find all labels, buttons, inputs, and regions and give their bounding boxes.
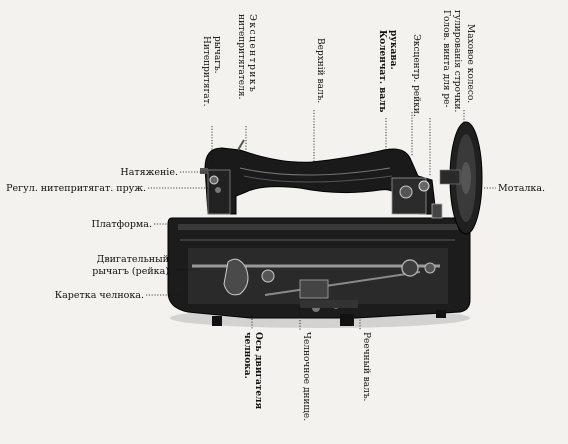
machine-arm bbox=[204, 147, 437, 215]
label-thread-spring: Регул. нитепритягат. пруж. bbox=[6, 183, 146, 194]
bottom-labels: Ось двигателя челнока. Челночное днище. … bbox=[242, 332, 371, 421]
label-takeup-lever: Нитепритягат. рычагъ. bbox=[201, 36, 222, 109]
top-labels: Нитепритягат. рычагъ. Эксцентрикъ нитепр… bbox=[201, 10, 475, 117]
label-takeup-eccentric: Эксцентрикъ нитепритягателя. bbox=[236, 14, 257, 99]
sewing-machine-illustration bbox=[167, 121, 483, 328]
leader-lines bbox=[146, 110, 496, 330]
label-sleeve-crank: Коленчат. валъ рукава. bbox=[377, 30, 398, 116]
left-labels: Натяженіе. Регул. нитепритягат. пруж. Пл… bbox=[6, 167, 178, 301]
label-feed-eccentric: Эксцентр. рейки. bbox=[411, 34, 421, 117]
label-flywheel: Маховое колесо. bbox=[465, 24, 475, 103]
label-tension: Натяженіе. bbox=[120, 167, 178, 178]
label-platform: Платформа. bbox=[91, 219, 152, 230]
label-winder: Моталка. bbox=[498, 183, 545, 194]
label-shuttle-carriage: Каретка челнока. bbox=[55, 290, 144, 301]
label-shuttle-axis: Ось двигателя челнока. bbox=[242, 332, 263, 412]
label-upper-shaft: Верхній валъ. bbox=[315, 38, 325, 103]
label-stitch-regulator: Голов. винта для ре- гулированія строчки… bbox=[441, 10, 462, 113]
label-shuttle-bottom: Челночное днище. bbox=[301, 332, 311, 421]
label-feed-lever: Двигательный рычагъ (рейка). bbox=[92, 254, 172, 277]
label-toothed-shaft: Реечный валъ. bbox=[361, 332, 371, 402]
